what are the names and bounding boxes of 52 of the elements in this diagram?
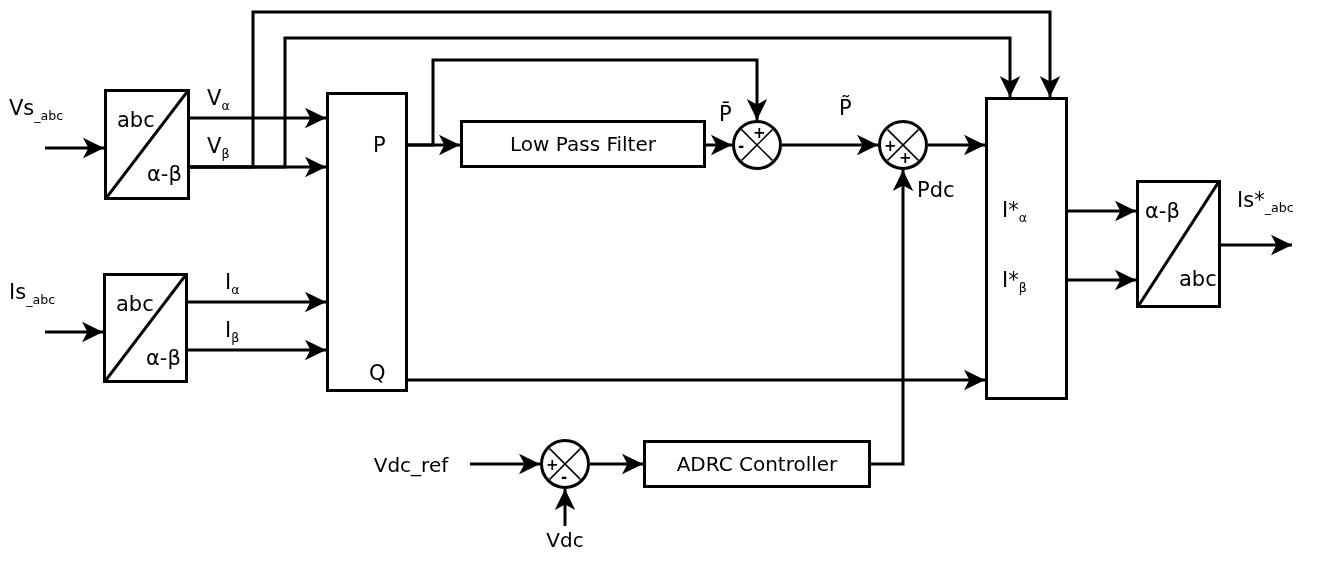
- block-label: I*$_{β}$: [1002, 270, 1027, 295]
- arrow: [590, 453, 643, 475]
- block-label: abc: [116, 294, 154, 315]
- arrow: [871, 170, 914, 466]
- calculation-block: [326, 92, 408, 392]
- block-label: P: [373, 135, 386, 156]
- arrow: [928, 134, 985, 156]
- block-label: Low Pass Filter: [510, 132, 656, 156]
- block-label: α-β: [147, 164, 182, 185]
- arrow: [1221, 234, 1292, 256]
- arrow: [190, 36, 1021, 169]
- arrow: [190, 107, 326, 129]
- arrow: [45, 321, 103, 343]
- signal-label: Vdc: [546, 528, 584, 552]
- block-label: α-β: [146, 348, 181, 369]
- edge-label: Is*$_{_abc}$: [1236, 190, 1295, 215]
- edge-label: V$_{α}$: [206, 88, 231, 113]
- arrow: [45, 137, 104, 159]
- summing-junction: [732, 120, 782, 170]
- sign-label: +: [546, 458, 559, 473]
- block-label: I*$_{α}$: [1002, 200, 1027, 225]
- arrow: [1068, 269, 1136, 291]
- sign-label: +: [899, 151, 912, 166]
- arrow: [554, 489, 576, 526]
- edge-label: V$_{β}$: [206, 136, 231, 161]
- arrow: [408, 58, 768, 147]
- signal-label: Vdc_ref: [373, 453, 449, 477]
- filter-block: [460, 120, 706, 168]
- arrow: [706, 134, 732, 156]
- sign-label: +: [884, 139, 897, 154]
- arrow: [470, 453, 540, 475]
- block-label: abc: [1179, 269, 1217, 290]
- block-label: ADRC Controller: [676, 452, 838, 476]
- arrow: [188, 339, 326, 361]
- edge-label: I$_{β}$: [224, 320, 241, 345]
- block-label: Q: [369, 363, 386, 384]
- arrow: [782, 134, 878, 156]
- controller-block: [643, 440, 871, 488]
- sign-label: -: [738, 139, 745, 154]
- block-label: α-β: [1145, 201, 1180, 222]
- arrow: [188, 291, 326, 313]
- edge-label: I$_{α}$: [224, 272, 241, 297]
- sign-label: +: [753, 126, 766, 141]
- sign-label: -: [561, 470, 568, 485]
- arrow: [1068, 200, 1136, 222]
- arrow: [408, 369, 985, 391]
- edge-label: Vs$_{_abc}$: [8, 98, 65, 123]
- summing-junction: [540, 439, 590, 489]
- summing-junction: [878, 120, 928, 170]
- block-label: abc: [117, 110, 155, 131]
- reference-current-block: [985, 97, 1068, 400]
- edge-label: Is$_{_abc}$: [8, 282, 57, 307]
